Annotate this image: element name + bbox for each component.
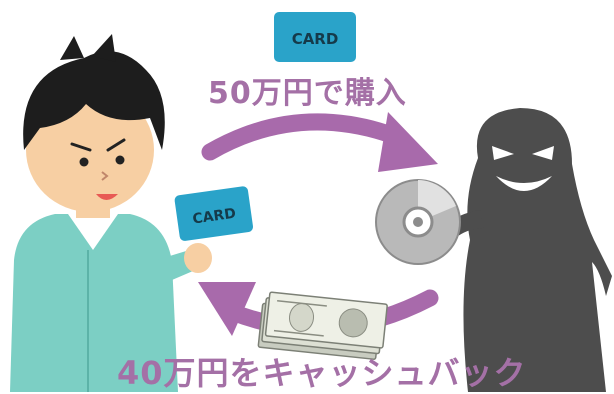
villain-figure	[446, 108, 612, 392]
banknote-stack-icon	[257, 291, 388, 360]
credit-card-icon: CARD	[274, 12, 356, 62]
credit-card-icon: CARD	[174, 186, 254, 241]
disc-icon	[375, 179, 461, 265]
cashback-caption: 40万円をキャッシュバック	[117, 354, 527, 392]
card-label: CARD	[292, 30, 339, 48]
held-card-label: CARD	[192, 206, 237, 228]
boy-figure	[10, 34, 212, 392]
curved-arrow-right-icon	[201, 112, 438, 172]
purchase-caption: 50万円で購入	[208, 76, 407, 111]
